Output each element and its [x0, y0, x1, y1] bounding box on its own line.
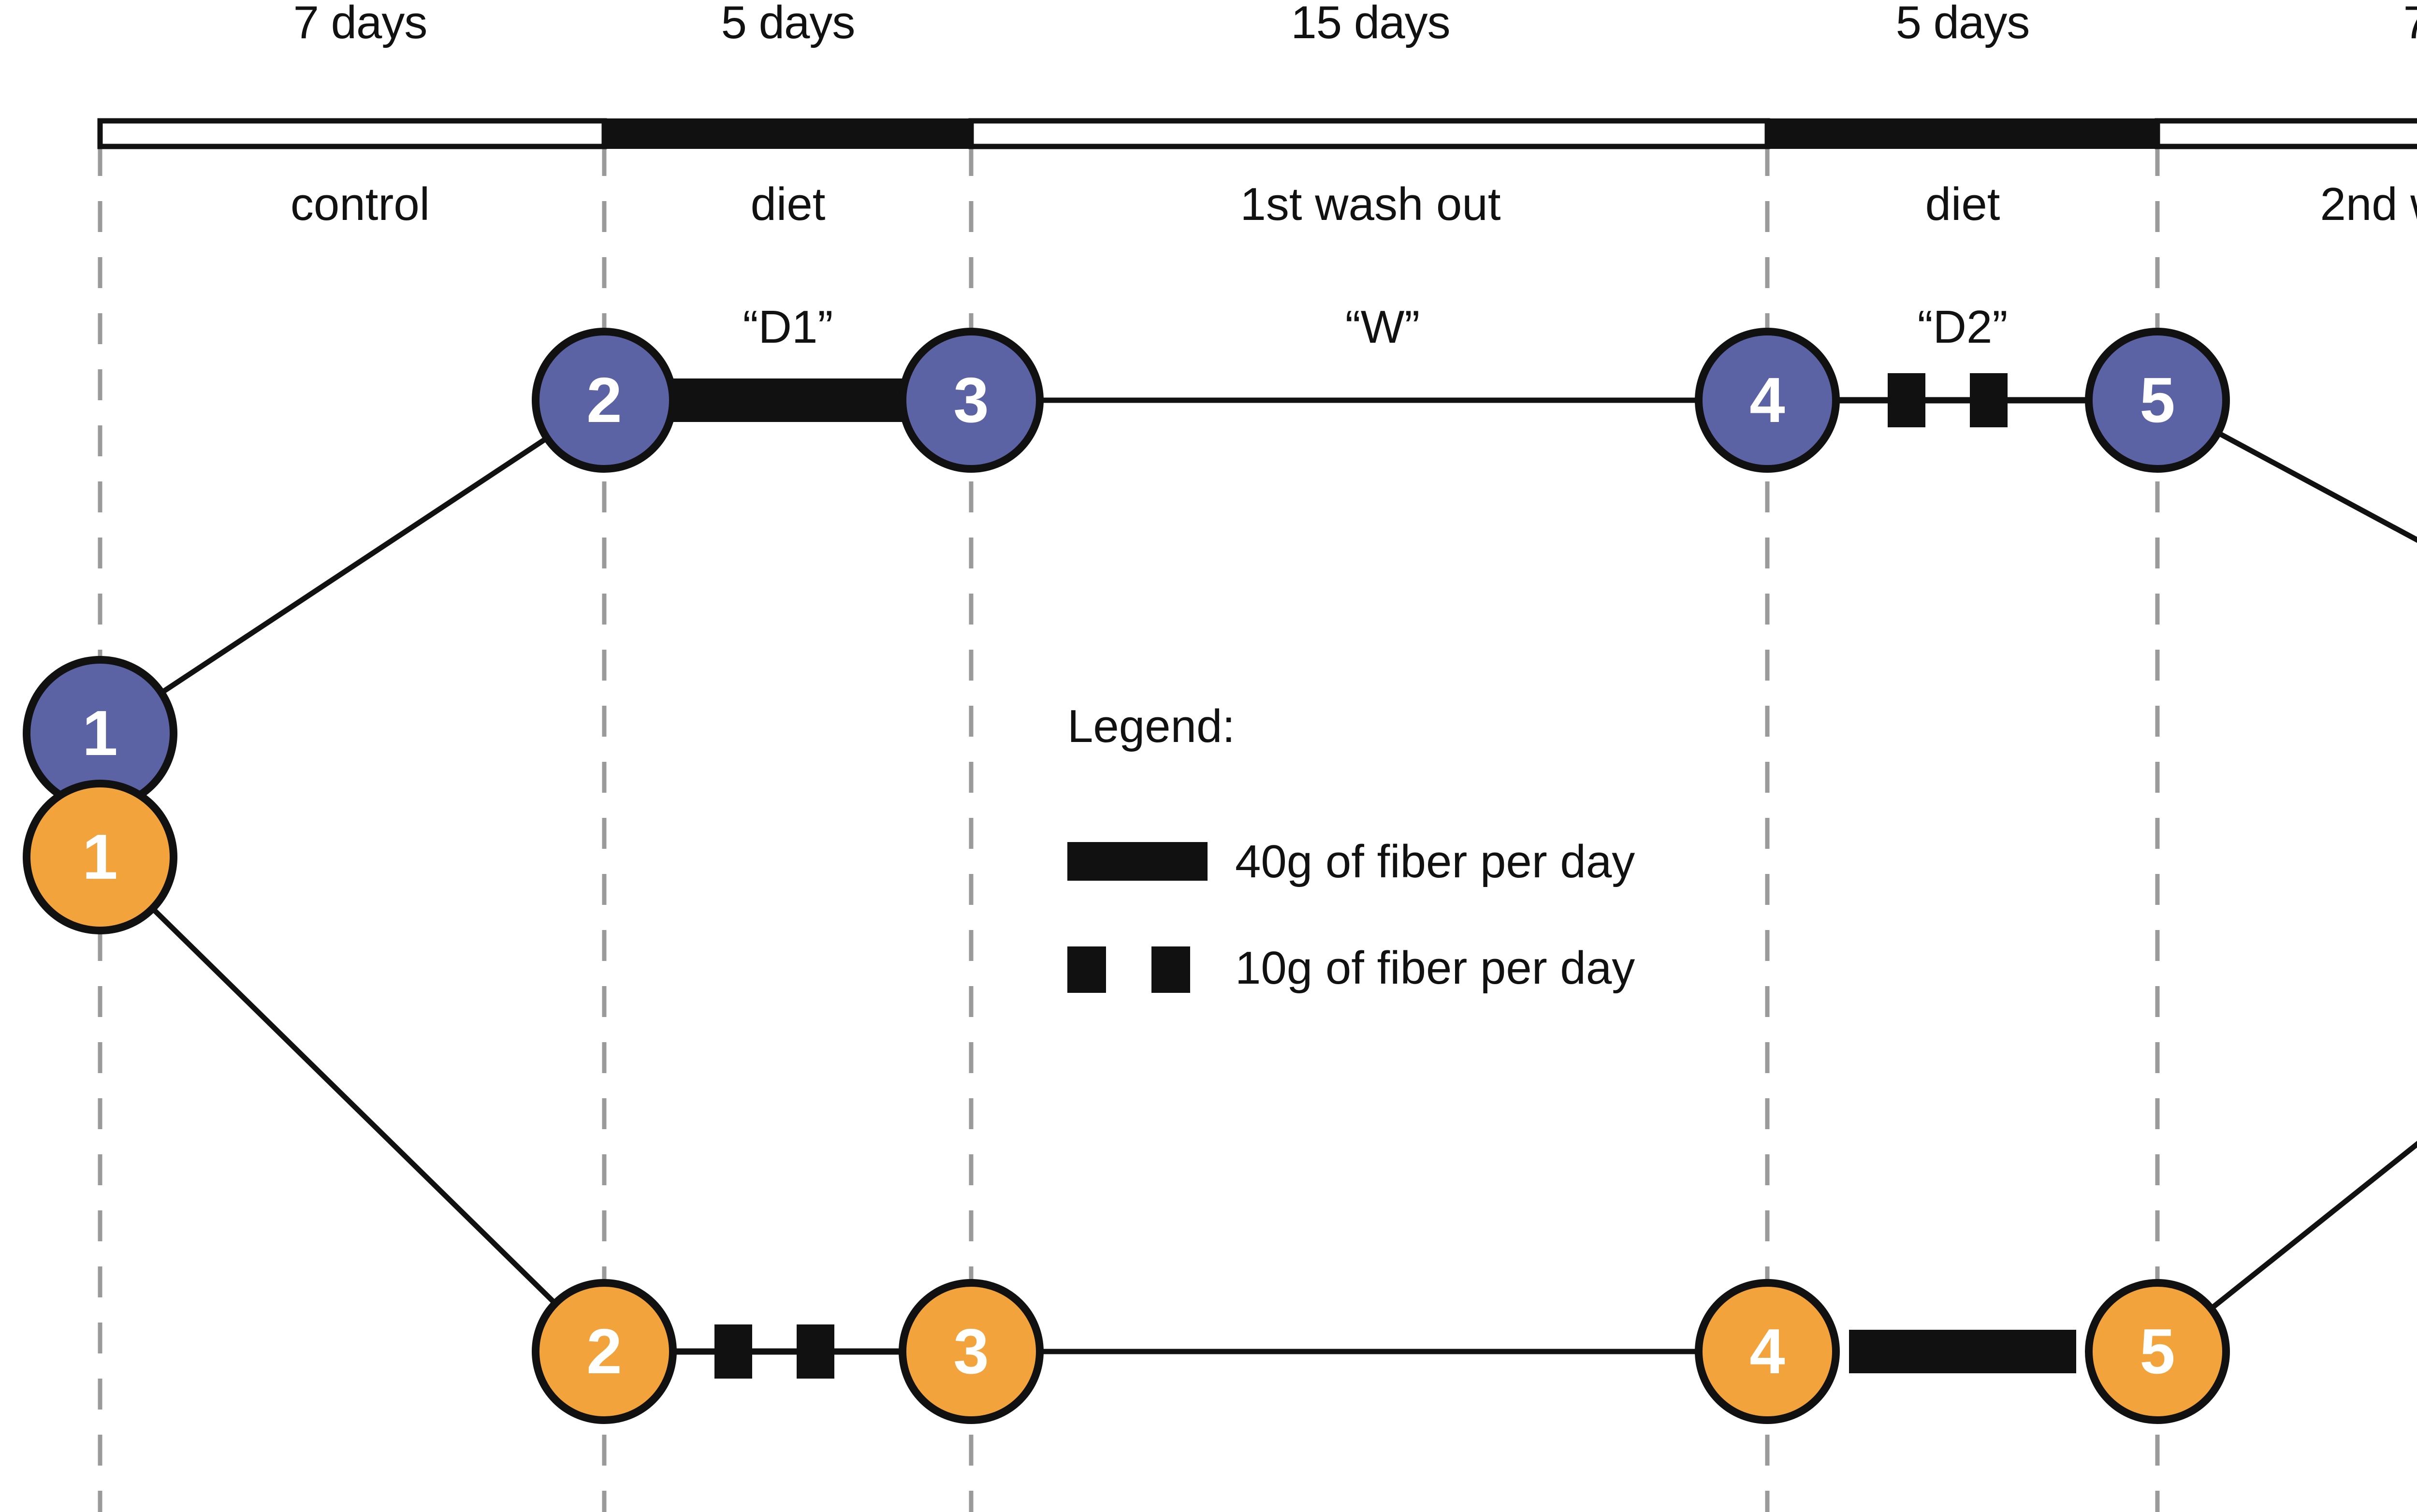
node-blue-3[interactable] — [899, 328, 1044, 473]
node-orange-5[interactable] — [2085, 1279, 2230, 1424]
legend-title: Legend: — [1067, 700, 1236, 752]
dashed-bar-icon-part-2 — [1151, 946, 1190, 993]
arm-orange-nodes — [23, 780, 2230, 1424]
link-orange-1-2 — [98, 855, 606, 1353]
interval-code-d1: “D1” — [743, 301, 833, 353]
dashed-bar-icon-part-1 — [1067, 946, 1106, 993]
timeline-segment-diet2 — [1767, 118, 2157, 149]
node-blue-2[interactable] — [532, 328, 677, 473]
timeline-segment-control — [97, 118, 607, 149]
duration-label-diet2: 5 days — [1895, 0, 2030, 48]
node-orange-3[interactable] — [899, 1279, 1044, 1424]
phase-label-diet1: diet — [750, 178, 826, 230]
node-blue-4[interactable] — [1695, 328, 1840, 473]
link-orange-4-5-high-fiber — [1849, 1330, 2076, 1373]
timeline-segment-washout1 — [968, 118, 1770, 149]
arm-orange-links — [98, 855, 2417, 1379]
timeline-segment-washout2 — [2155, 118, 2417, 149]
duration-label-control: 7 days — [293, 0, 428, 48]
phase-label-washout2: 2nd wash out — [2320, 178, 2417, 230]
legend-label-low-fiber: 10g of fiber per day — [1235, 942, 1635, 994]
link-blue-1-2 — [98, 398, 606, 736]
link-blue-2-3-high-fiber — [638, 378, 938, 422]
link-orange-5-6 — [2155, 1141, 2417, 1354]
timeline-segment-diet1 — [604, 118, 971, 149]
phase-label-diet2: diet — [1925, 178, 2000, 230]
link-orange-2-3-dash-1 — [714, 1324, 752, 1379]
legend-swatches — [1067, 842, 1208, 993]
duration-label-diet1: 5 days — [721, 0, 856, 48]
interval-code-w: “W” — [1345, 301, 1420, 353]
duration-label-washout2: 7 days — [2403, 0, 2417, 48]
phase-label-washout1: 1st wash out — [1240, 178, 1501, 230]
node-orange-1[interactable] — [23, 780, 177, 934]
interval-code-d2: “D2” — [1917, 301, 2008, 353]
dashed-guide-group — [98, 145, 2160, 1512]
arm-blue-links — [98, 373, 2417, 736]
timeline-bar — [97, 118, 2417, 149]
duration-label-washout1: 15 days — [1291, 0, 1450, 48]
phase-label-control: control — [290, 178, 430, 230]
link-blue-4-5-dash-2 — [1970, 373, 2008, 427]
link-orange-2-3-dash-2 — [797, 1324, 834, 1379]
node-orange-4[interactable] — [1695, 1279, 1840, 1424]
link-blue-5-6 — [2156, 398, 2417, 543]
link-blue-4-5-dash-1 — [1888, 373, 1925, 427]
node-blue-5[interactable] — [2085, 328, 2230, 473]
solid-bar-icon — [1067, 842, 1208, 881]
node-orange-2[interactable] — [532, 1279, 677, 1424]
legend-label-high-fiber: 40g of fiber per day — [1235, 836, 1635, 887]
